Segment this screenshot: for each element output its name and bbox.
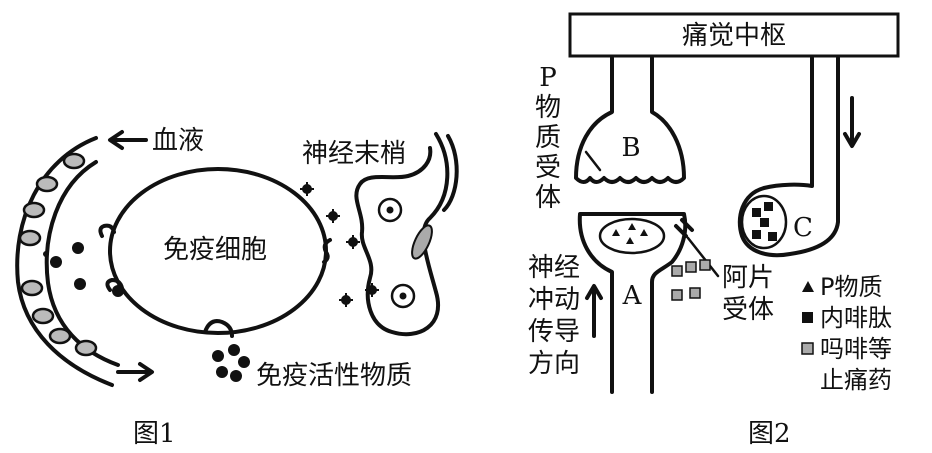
vesicle <box>377 197 403 223</box>
vesicle-a <box>598 217 666 255</box>
opiate-receptor <box>674 218 694 238</box>
legend-morphine: 吗啡等 <box>820 335 892 363</box>
receptor-left-2 <box>105 278 124 292</box>
blood-cell <box>48 327 72 345</box>
nerve-direction-line: 传导 <box>528 317 580 347</box>
p-receptor-line: 体 <box>535 183 561 213</box>
p-receptor-pointer <box>584 150 602 172</box>
nerve-direction-line: 神经 <box>528 253 580 283</box>
neuron-c <box>737 56 840 258</box>
blood-cells <box>18 152 98 357</box>
nerve-fiber <box>442 134 459 212</box>
figure1: 血液 神经末梢 免疫细胞 免疫活性物质 图1 <box>15 126 459 449</box>
legend: P物质 内啡肽 吗啡等 止痛药 <box>801 273 892 394</box>
c-direction-arrow <box>843 96 861 148</box>
p-receptor-line: P <box>539 63 557 93</box>
neuron-b <box>574 56 686 184</box>
p-receptor-label: P 物 质 受 体 <box>535 63 561 213</box>
opiate-receptor-label: 阿片 受体 <box>722 263 774 325</box>
label-b: B <box>621 133 640 163</box>
secretion-bump <box>203 319 234 338</box>
vessel-particles <box>43 242 86 290</box>
receptor-left-1 <box>98 223 116 238</box>
p-substance-in-vesicle <box>612 223 648 244</box>
figure2-caption: 图2 <box>748 419 791 449</box>
opiate-receptor-line: 受体 <box>722 295 774 325</box>
p-receptor-line: 物 <box>535 93 561 123</box>
vessel-outer-wall <box>15 136 114 387</box>
vesicle <box>390 283 416 309</box>
legend-black-square-icon <box>802 312 813 323</box>
legend-triangle-icon <box>802 281 814 292</box>
p-receptor-line: 受 <box>535 153 561 183</box>
nerve-ending-outline <box>354 132 450 337</box>
receptor-right <box>322 238 332 264</box>
blood-cell <box>35 175 59 193</box>
mitochondrion <box>411 224 433 260</box>
legend-gray-square-icon <box>801 342 814 355</box>
nerve-direction-line: 冲动 <box>528 285 580 315</box>
blood-flow-arrow-top <box>108 130 148 150</box>
pain-center-box <box>568 12 900 58</box>
blood-cell <box>74 339 98 357</box>
bound-molecule <box>112 285 124 297</box>
opiate-receptor-line: 阿片 <box>722 263 774 293</box>
blood-flow-arrow-bottom <box>116 362 154 382</box>
opiate-receptor-pointer <box>686 236 720 278</box>
endorphin-in-vesicle <box>752 202 777 241</box>
label-immune-active: 免疫活性物质 <box>256 361 412 391</box>
blood-cell <box>18 229 42 247</box>
label-c: C <box>793 213 813 243</box>
impulse-direction-arrow <box>585 284 603 338</box>
blood-cell <box>22 201 46 219</box>
blood-cell <box>20 279 44 297</box>
legend-p-substance: P物质 <box>820 273 882 301</box>
label-a: A <box>622 281 643 311</box>
label-blood: 血液 <box>152 126 204 156</box>
vesicle-c <box>740 194 788 250</box>
legend-painkiller: 止痛药 <box>820 366 892 394</box>
figure2: 痛觉中枢 B A <box>528 12 900 449</box>
pain-center-label: 痛觉中枢 <box>682 21 786 51</box>
label-nerve-ending: 神经末梢 <box>302 139 406 169</box>
blood-cell <box>62 152 86 170</box>
morphine-particles <box>671 259 711 301</box>
signal-molecules <box>300 182 379 307</box>
nerve-direction-line: 方向 <box>528 349 580 379</box>
blood-cell <box>31 307 55 325</box>
legend-endorphin: 内啡肽 <box>820 304 892 332</box>
p-receptor-line: 质 <box>535 123 561 153</box>
label-immune-cell: 免疫细胞 <box>163 235 267 265</box>
figure1-caption: 图1 <box>133 419 176 449</box>
immune-active-dots <box>212 344 250 382</box>
nerve-direction-label: 神经 冲动 传导 方向 <box>528 253 580 379</box>
